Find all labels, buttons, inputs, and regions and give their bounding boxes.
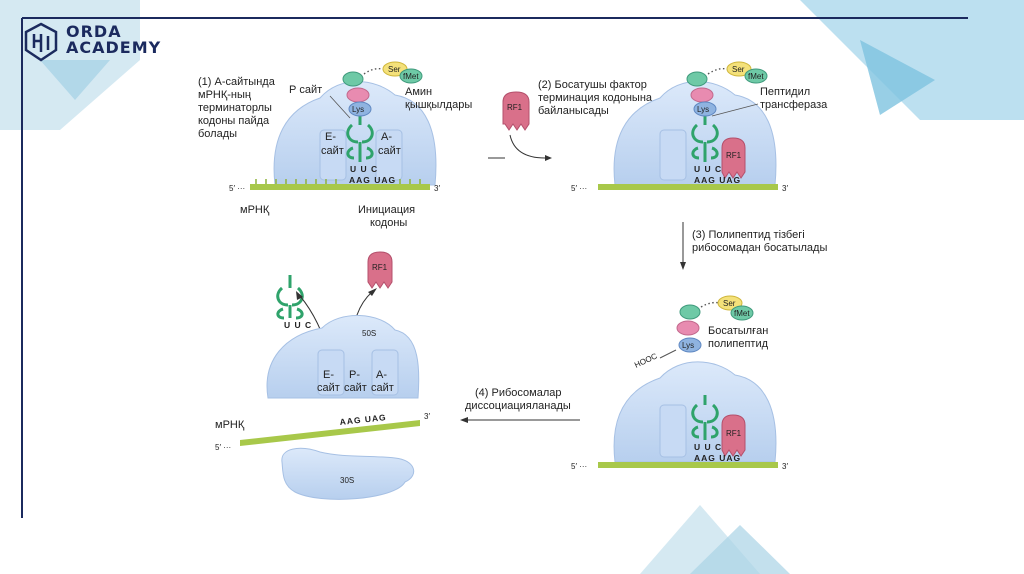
fmet-label-2: fMet <box>748 72 764 81</box>
step1-text-3: кодоны пайда <box>198 115 270 127</box>
a-site-1 <box>375 129 403 181</box>
step1-text-1: мРНҚ-ның <box>198 89 251 101</box>
subunit-30s <box>281 447 415 500</box>
ser-label-2: Ser <box>732 65 745 74</box>
amino-fmet-chain1-a <box>342 71 364 87</box>
brand-name-line2: ACADEMY <box>66 38 162 57</box>
lys-label-1: Lys <box>352 105 364 114</box>
step4-e-site-a: Е- <box>323 369 334 381</box>
anticodon-free: U U C <box>284 320 312 330</box>
step1-initiation-a: Инициация <box>358 204 415 216</box>
three-prime-1: 3′ <box>434 184 440 193</box>
trna-2 <box>691 112 719 162</box>
five-prime-4: 5′ ··· <box>215 443 231 452</box>
three-prime-4: 3′ <box>424 412 430 421</box>
fmet-label-3: fMet <box>734 309 750 318</box>
step4-p-site-a: Р- <box>349 369 360 381</box>
rf1-label-3: RF1 <box>726 429 742 438</box>
mrna-4 <box>240 420 420 446</box>
brand-name-line1: ORDA <box>66 22 122 41</box>
step1-a-site-label-a: А- <box>381 131 392 143</box>
five-prime-3: 5′ ··· <box>571 462 587 471</box>
ser-label-3: Ser <box>723 299 736 308</box>
step4-e-site-b: сайт <box>317 382 340 394</box>
anticodon-3: U U C <box>694 442 722 452</box>
five-prime-2: 5′ ··· <box>571 184 587 193</box>
three-prime-2: 3′ <box>782 184 788 193</box>
small-subunit-label: 30S <box>340 476 354 485</box>
lys-label-3: Lys <box>682 341 694 350</box>
step4-a-site-b: сайт <box>371 382 394 394</box>
step1-text-4: болады <box>198 128 237 140</box>
ser-label-1: Ser <box>388 65 401 74</box>
step3-text-0: (3) Полипептид тізбегі <box>692 229 805 241</box>
step4-text-1: диссоциацияланады <box>465 400 571 412</box>
hooc-label: HOOC <box>633 351 659 369</box>
lys-label-2: Lys <box>697 105 709 114</box>
step2-peptidyl-a: Пептидил <box>760 86 810 98</box>
step4-text-0: (4) Рибосомалар <box>475 387 561 399</box>
five-prime-1: 5′ ··· <box>229 184 245 193</box>
step1-amino-label-a: Амин <box>405 86 432 98</box>
panel-3: Lys Ser fMet HOOC Босатылған полипептид … <box>571 295 788 471</box>
step4-p-site-b: сайт <box>344 382 367 394</box>
mrna-1 <box>250 184 430 190</box>
step2-peptidyl-b: трансфераза <box>760 99 828 111</box>
anticodon-1: U U C <box>350 164 378 174</box>
lys-1 <box>348 101 372 117</box>
step2-text-0: (2) Босатушы фактор <box>538 79 647 91</box>
fmet-label-1: fMet <box>403 72 419 81</box>
step1-e-site-label-a: Е- <box>325 131 336 143</box>
step1-initiation-b: кодоны <box>370 217 407 229</box>
step1-p-site-label: Р сайт <box>289 84 322 96</box>
rf1-bound-2 <box>721 137 746 179</box>
step1-e-site-label-b: сайт <box>321 145 344 157</box>
panel-4: U U C RF1 50S Е- сайт Р- сайт А- сайт мР… <box>215 251 430 500</box>
panel-1: Е- сайт А- сайт Lys Ser fMet (1) А-сайты… <box>198 61 472 229</box>
mrna-2 <box>598 184 778 190</box>
anticodon-2: U U C <box>694 164 722 174</box>
three-prime-3: 3′ <box>782 462 788 471</box>
rf1-label-4: RF1 <box>372 263 388 272</box>
codons-2: AAG UAG <box>694 175 741 185</box>
trna-free <box>276 275 304 320</box>
step1-mrna-label: мРНҚ <box>240 204 270 216</box>
step1-amino-label-b: қышқылдары <box>405 99 472 111</box>
arrow-step1-to-2 <box>509 134 546 159</box>
rf1-bound-3 <box>721 414 746 457</box>
step2-text-2: байланысады <box>538 105 609 117</box>
step1-text-0: (1) А-сайтында <box>198 76 276 88</box>
step3-released-b: полипептид <box>708 338 769 350</box>
step3-text-1: рибосомадан босатылады <box>692 242 827 254</box>
e-site-1 <box>319 129 347 181</box>
rf1-label-2: RF1 <box>726 151 742 160</box>
rf1-free: RF1 <box>502 91 530 131</box>
orda-logo-icon <box>24 22 58 62</box>
mrna-3 <box>598 462 778 468</box>
step3-released-a: Босатылған <box>708 325 768 337</box>
large-subunit-label: 50S <box>362 329 376 338</box>
trna-1 <box>346 112 374 162</box>
rf1-free-4 <box>367 251 393 289</box>
trna-3 <box>691 395 719 440</box>
step1-text-2: терминаторлы <box>198 102 272 114</box>
step4-a-site-a: А- <box>376 369 387 381</box>
panel-2: (2) Босатушы фактор терминация кодонына … <box>538 61 828 193</box>
codons-3: AAG UAG <box>694 453 741 463</box>
codons-4: AAG UAG <box>339 412 387 427</box>
step4-mrna-label: мРНҚ <box>215 419 245 431</box>
rf1-label-free: RF1 <box>507 103 523 112</box>
fmet-1 <box>399 68 423 84</box>
codons-1: AAG UAG <box>349 175 396 185</box>
step1-a-site-label-b: сайт <box>378 145 401 157</box>
amino-pink-1 <box>346 87 370 103</box>
step2-text-1: терминация кодонына <box>538 92 653 104</box>
